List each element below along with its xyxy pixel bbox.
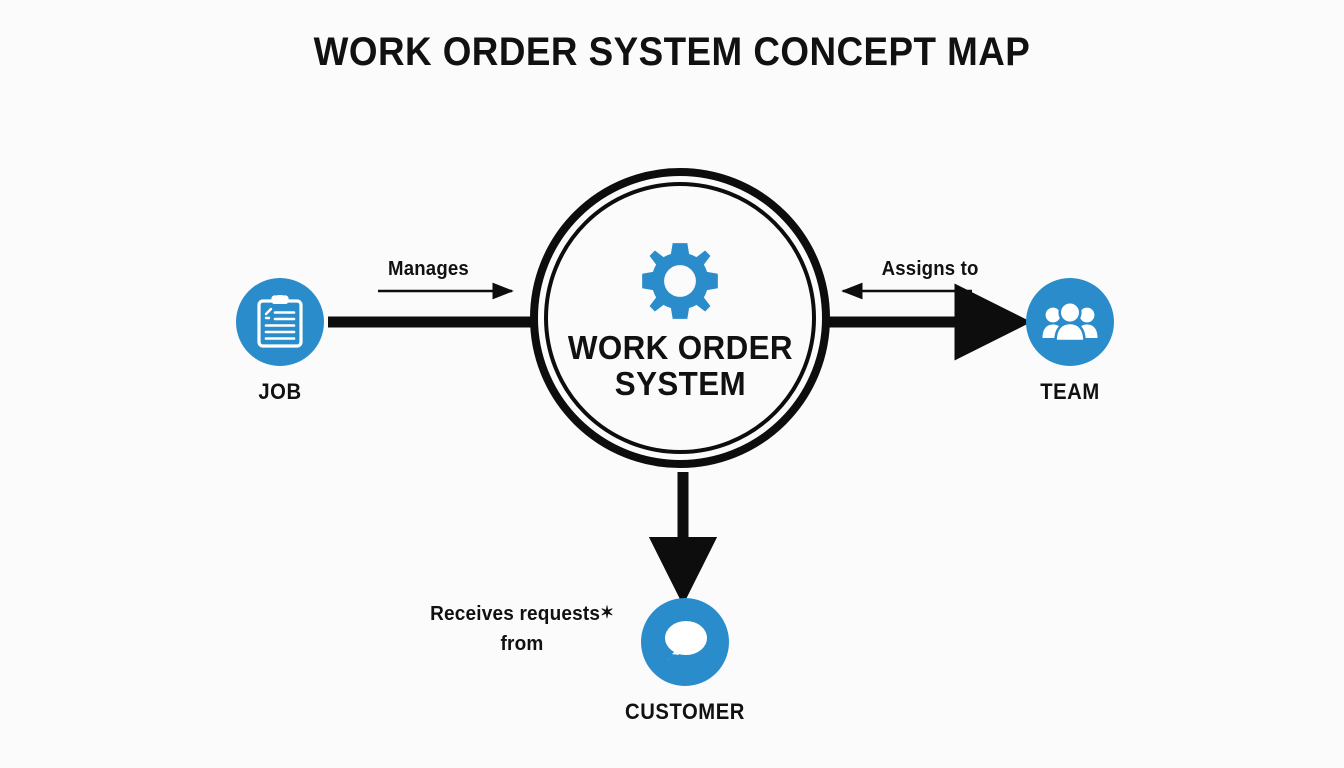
people-group-icon — [1042, 300, 1098, 343]
speech-bubble-icon — [665, 621, 707, 662]
edge-label-receives-requests-from: Receives requests✶ from — [418, 600, 627, 659]
hub-content: WORK ORDER SYSTEM — [530, 168, 830, 468]
gear-icon — [642, 243, 718, 320]
page-title: WORK ORDER SYSTEM CONCEPT MAP — [313, 30, 1031, 74]
node-team-label: TEAM — [1040, 379, 1100, 404]
node-customer-label: CUSTOMER — [625, 699, 745, 724]
node-job-disc — [236, 278, 324, 366]
node-team[interactable]: TEAM — [995, 278, 1145, 405]
edge-label-manages: Manages — [388, 258, 469, 280]
clipboard-icon — [257, 295, 303, 348]
node-customer-disc — [641, 598, 729, 686]
node-customer[interactable]: CUSTOMER — [610, 598, 760, 725]
hub-inner-ring — [544, 182, 816, 454]
hub-node-work-order-system[interactable]: WORK ORDER SYSTEM — [530, 168, 830, 468]
hub-label: WORK ORDER SYSTEM — [567, 330, 792, 401]
hub-label-line-1: WORK ORDER — [567, 329, 793, 367]
hub-label-line-2: SYSTEM — [614, 365, 746, 402]
edge-label-receives-line-2: from — [500, 632, 544, 655]
edge-label-assigns-to: Assigns to — [881, 258, 979, 280]
node-team-disc — [1026, 278, 1114, 366]
node-job[interactable]: JOB — [205, 278, 355, 405]
edge-label-receives-line-1: Receives requests — [430, 603, 601, 625]
node-job-label: JOB — [258, 379, 302, 404]
asterisk-marker-icon: ✶ — [600, 603, 614, 622]
